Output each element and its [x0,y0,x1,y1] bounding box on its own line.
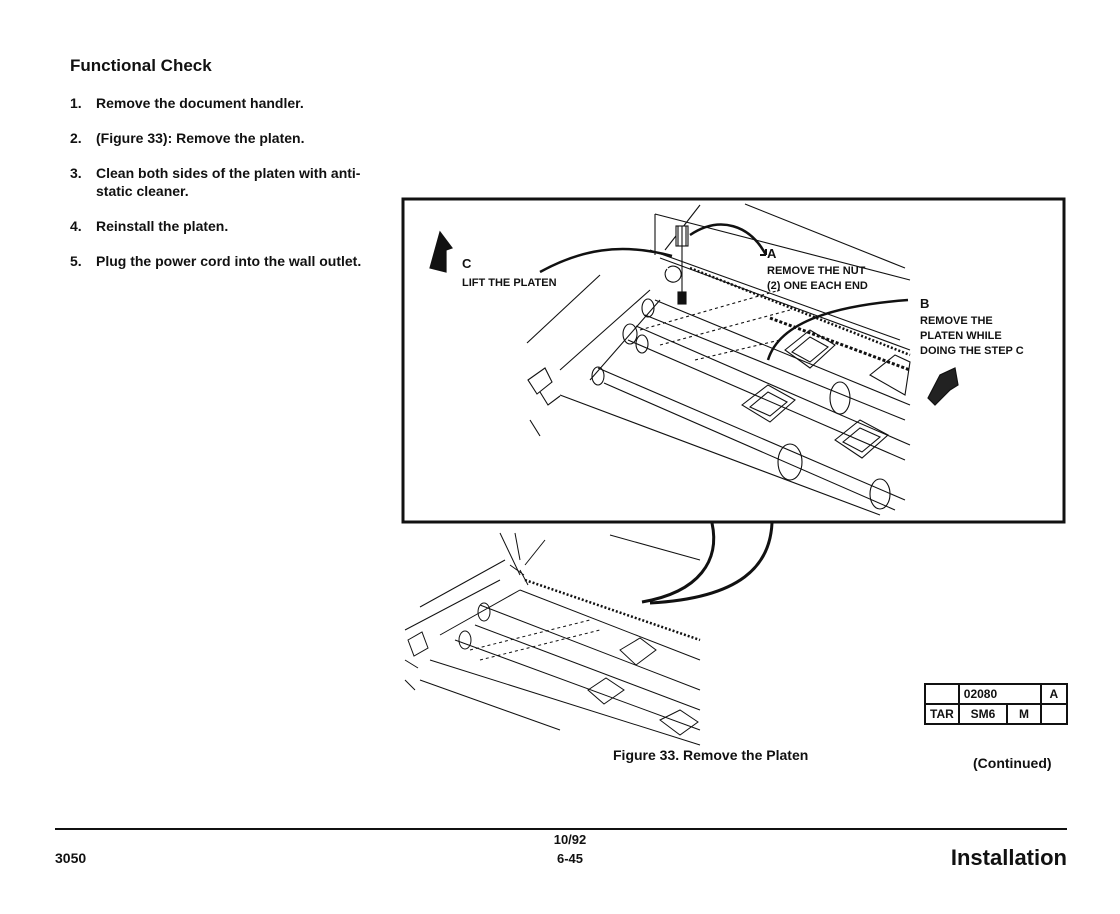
step-item: 5. Plug the power cord into the wall out… [70,252,390,270]
step-text: Reinstall the platen. [96,218,229,234]
callout-b-letter: B [920,296,930,311]
callout-b-text: REMOVE THE PLATEN WHILE DOING THE STEP C [920,315,1024,357]
tag-box: 02080 A TAR SM6 M [924,683,1068,725]
footer-section-title: Installation [950,845,1067,870]
step-number: 5. [70,253,82,269]
footer-model: 3050 [55,850,87,866]
tag-cell: 02080 [957,683,1042,705]
procedure-steps: 1. Remove the document handler. 2. (Figu… [70,94,390,287]
step-number: 2. [70,130,82,146]
overview-drawing [404,532,701,746]
tag-cell: TAR [924,703,960,725]
detail-view-drawing [526,203,911,516]
step-number: 3. [70,165,82,181]
step-number: 1. [70,95,82,111]
tag-row: TAR SM6 M [924,703,1068,725]
detail-frame [401,197,1066,524]
step-item: 2. (Figure 33): Remove the platen. [70,129,390,147]
step-item: 3. Clean both sides of the platen with a… [70,164,390,200]
callout-c-letter: C [462,256,472,271]
leader-c [539,247,673,274]
up-arrow-icon [927,367,959,406]
tag-cell: M [1006,703,1042,725]
step-number: 4. [70,218,82,234]
step-text: (Figure 33): Remove the platen. [96,130,305,146]
callout-c-text: LIFT THE PLATEN [462,277,557,289]
magnifier-tail [641,522,716,604]
tag-cell [1039,703,1068,725]
leader-b [766,298,909,361]
step-item: 1. Remove the document handler. [70,94,390,112]
callout-a-text: REMOVE THE NUT (2) ONE EACH END [767,265,868,292]
leader-a [689,223,768,256]
footer-page-number: 6-45 [556,851,584,866]
tag-row: 02080 A [924,683,1068,705]
step-text: Remove the document handler. [96,95,304,111]
up-arrow-icon [429,230,453,273]
footer-date: 10/92 [553,832,587,847]
step-text: Plug the power cord into the wall outlet… [96,253,362,269]
figure-caption: Figure 33. Remove the Platen [613,747,809,763]
tag-cell: A [1039,683,1068,705]
section-heading: Functional Check [70,56,212,75]
tag-cell: SM6 [957,703,1009,725]
callout-a-letter: A [767,246,777,261]
footer-divider [55,828,1067,830]
tag-cell [924,683,960,705]
step-text: Clean both sides of the platen with anti… [96,165,361,199]
continued-note: (Continued) [973,755,1052,771]
step-item: 4. Reinstall the platen. [70,217,390,235]
